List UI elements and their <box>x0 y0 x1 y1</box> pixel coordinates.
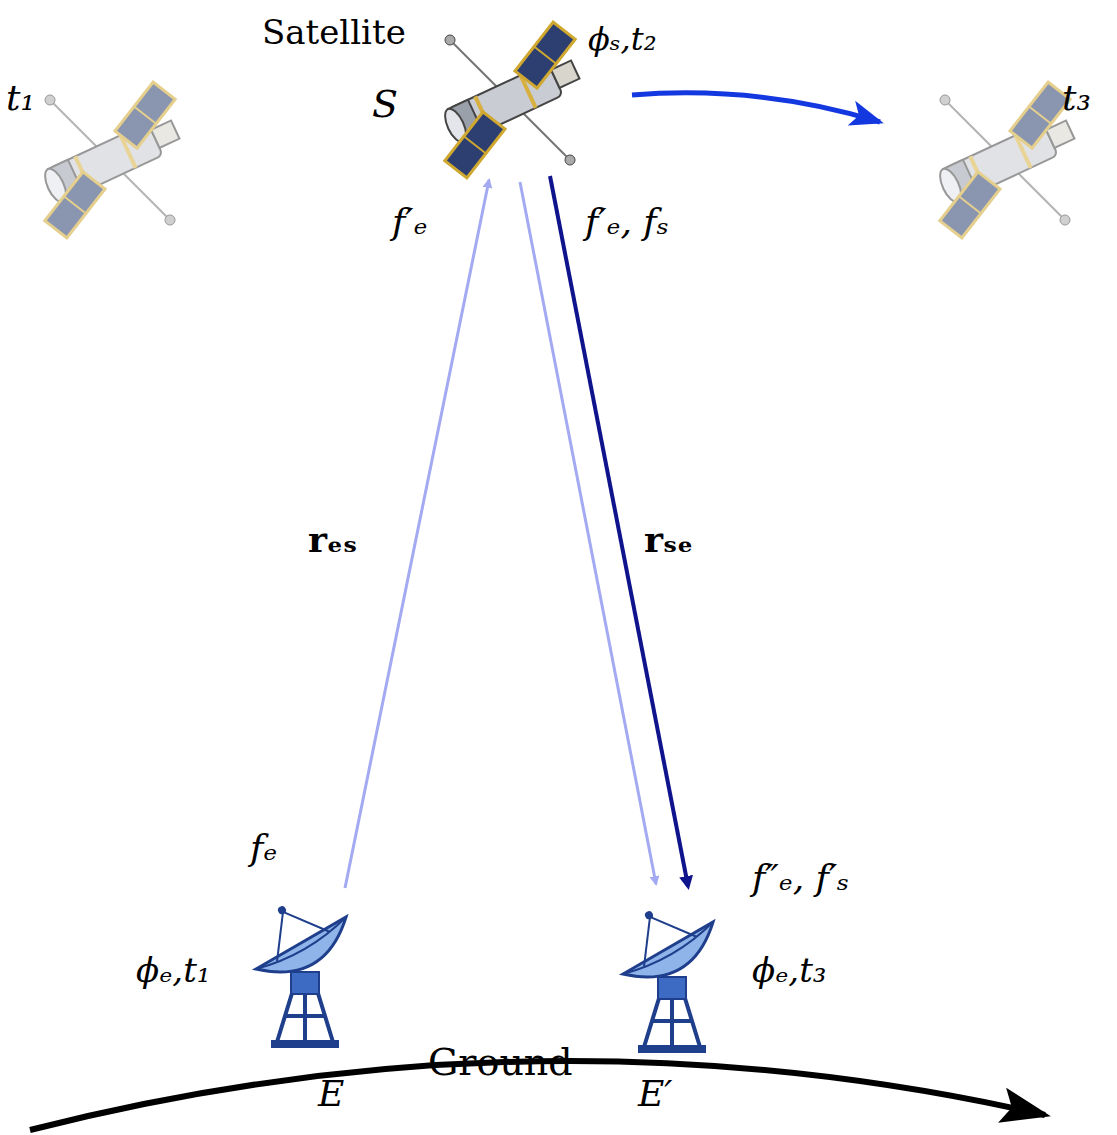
frequency-label: f′ₑ, fₛ <box>585 202 669 242</box>
station-phase-time: ϕₑ,t₃ <box>752 952 826 989</box>
satellite-phase-time: ϕₛ,t₂ <box>588 22 656 57</box>
station-phase-time: ϕₑ,t₁ <box>136 952 210 989</box>
vector-label: rₛₑ <box>644 520 693 560</box>
station-letter: E <box>318 1074 344 1114</box>
satellite-label: Satellite <box>262 14 406 51</box>
station-letter: E′ <box>638 1074 672 1114</box>
ground-label: Ground <box>428 1042 573 1084</box>
node-letter: S <box>372 84 398 126</box>
frequency-label: f″ₑ, f′ₛ <box>752 858 849 898</box>
time-label: t₁ <box>6 78 35 118</box>
vector-label: rₑₛ <box>308 520 357 560</box>
frequency-label: fₑ <box>250 828 277 868</box>
time-label: t₃ <box>1062 78 1091 118</box>
frequency-label: f′ₑ <box>392 202 427 242</box>
